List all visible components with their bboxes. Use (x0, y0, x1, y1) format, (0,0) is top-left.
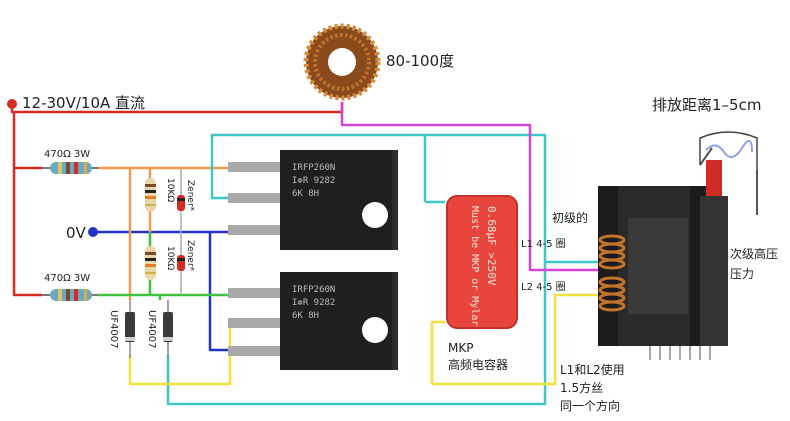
resistor-10k-bottom (145, 246, 156, 280)
resistor-10k-bottom-label: 10KΩ (165, 246, 175, 270)
supply-label: 12-30V/10A 直流 (22, 94, 145, 112)
mosfet-top (228, 150, 398, 250)
mosfet-bottom (228, 272, 398, 370)
resistor-470-bottom (42, 289, 98, 301)
mosfet-top-line2: I❁R 9282 (292, 176, 335, 186)
secondary-label-2: 压力 (730, 267, 754, 281)
winding-note-3: 同一个方向 (560, 398, 620, 413)
mkp-label-1: MKP (448, 341, 473, 355)
mosfet-top-line1: IRFP260N (292, 163, 335, 173)
mosfet-bottom-line3: 6K 8H (292, 311, 319, 321)
l2-label: L2 4-5 圈 (521, 281, 566, 293)
zener-bottom-label: Zener* (185, 240, 195, 272)
winding-note-1: L1和L2使用 (560, 362, 625, 377)
resistor-470-top (42, 162, 98, 174)
diode-right-label: UF4007 (146, 310, 157, 349)
capacitor-value: 0.68µF >250V (485, 206, 498, 286)
resistor-top-label: 470Ω 3W (44, 149, 90, 160)
zener-bottom (177, 232, 185, 295)
diode-right (163, 300, 173, 358)
arc-label: 排放距离1–5cm (652, 96, 761, 114)
zener-top (177, 168, 185, 232)
resistor-10k-top-label: 10KΩ (165, 178, 175, 202)
arc-box (699, 131, 758, 170)
drain-wire-cyan (166, 133, 600, 406)
coil-l2 (598, 276, 626, 312)
resistor-bottom-label: 470Ω 3W (44, 273, 90, 284)
resistor-10k-top (145, 178, 156, 212)
flyback-transformer (598, 160, 728, 360)
supply-terminal (7, 99, 17, 109)
toroid-inductor (303, 23, 381, 101)
winding-note-2: 1.5方丝 (560, 380, 603, 395)
mosfet-bottom-line1: IRFP260N (292, 285, 335, 295)
mkp-label-2: 高频电容器 (448, 357, 508, 372)
zener-top-label: Zener* (185, 180, 195, 212)
ground-label: 0V (66, 224, 87, 242)
hv-lead (699, 147, 758, 215)
ground-terminal (88, 227, 98, 237)
mkp-capacitor (446, 195, 518, 329)
mosfet-bottom-line2: I❁R 9282 (292, 298, 335, 308)
mosfet-top-line3: 6K 8H (292, 189, 319, 199)
diode-left (125, 300, 135, 358)
capacitor-note: Must be MKP or Mylar (469, 206, 480, 326)
l1-label: L1 4-5 圈 (521, 238, 566, 250)
diode-left-label: UF4007 (108, 310, 119, 349)
toroid-label: 80-100度 (386, 52, 454, 70)
primary-label: 初级的 (552, 210, 588, 225)
coil-l1 (598, 234, 626, 270)
secondary-label-1: 次级高压 (730, 246, 778, 261)
